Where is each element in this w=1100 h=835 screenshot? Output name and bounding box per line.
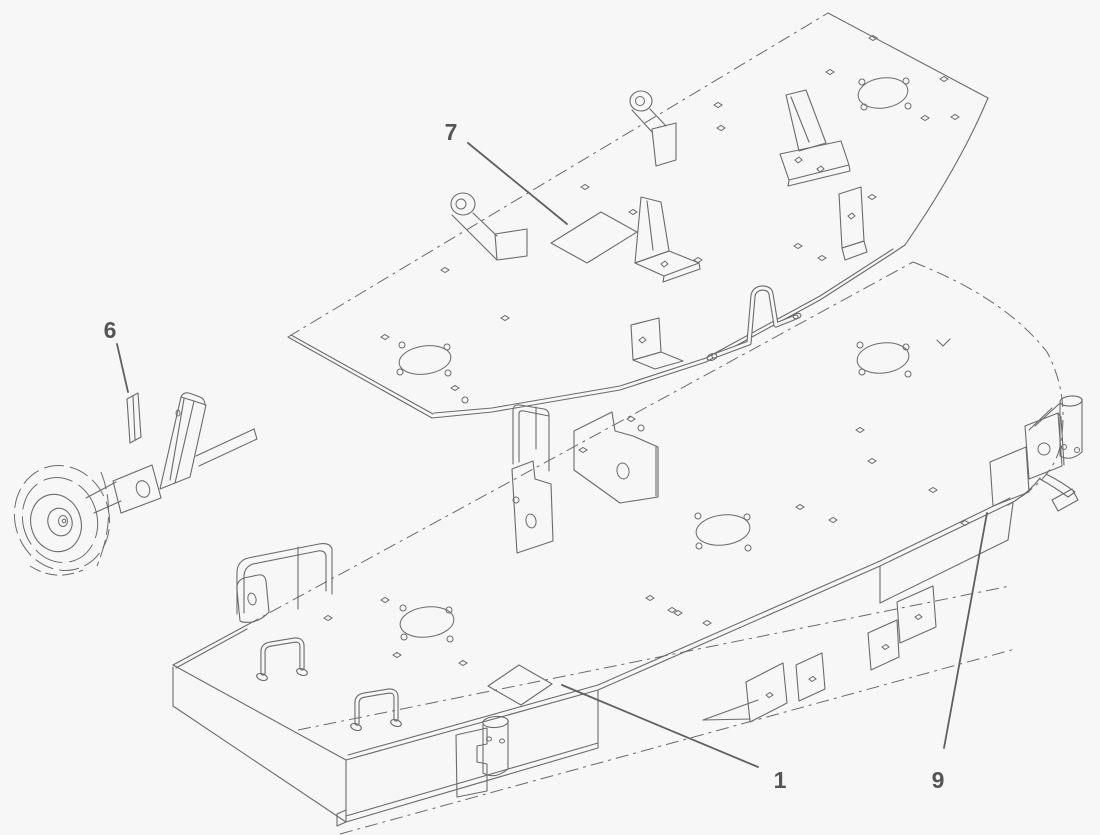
- callout-9: 9: [932, 512, 988, 793]
- hub-plate: [47, 507, 73, 537]
- stepped-plate-right: [573, 411, 659, 504]
- center-mark: [936, 338, 951, 347]
- phantom-line-lower: [339, 648, 1016, 835]
- u-channel-bracket: [236, 543, 333, 623]
- tire-bottom: [29, 565, 84, 576]
- strap-clip-left: [256, 637, 308, 682]
- lower-deck-flanges: [172, 502, 1014, 827]
- edge-slot: [989, 446, 1030, 507]
- upper-deck-spindle-opening-left: [398, 345, 452, 375]
- lower-deck-spindle-opening-right: [856, 342, 910, 374]
- roller-cylinder: [455, 715, 509, 798]
- upper-deck-slot-holes: [380, 34, 960, 392]
- upper-deck-right-edge: [904, 97, 989, 246]
- hook-bracket-top: [629, 90, 677, 167]
- baffle-plates: [702, 585, 937, 723]
- caster-fork-arm: [85, 464, 162, 514]
- bent-rod-handle: [706, 285, 802, 362]
- tire-outer: [13, 465, 111, 571]
- lower-deck-slot-holes: [323, 426, 970, 667]
- gusset-bracket-mid: [634, 196, 701, 283]
- callout-1: 1: [561, 684, 787, 793]
- callout-6: 6: [104, 317, 129, 393]
- lower-deck-round-end-solid: [1007, 477, 1041, 506]
- upper-left-spindle-bolt-holes: [396, 341, 452, 377]
- caster-mount-rod: [195, 428, 258, 467]
- lower-deck-spindle-opening-mid: [695, 514, 751, 546]
- strap-clip-right: [350, 688, 402, 732]
- edge-plate: [1024, 412, 1065, 480]
- tire-shoulder: [21, 477, 99, 563]
- small-hole: [461, 396, 469, 404]
- lower-right-spindle-bolt-holes: [856, 341, 912, 378]
- upper-deck-back-edge: [287, 12, 829, 338]
- gusset-bracket-top-right: [779, 89, 851, 187]
- lower-mid-spindle-bolt-holes: [694, 512, 752, 552]
- hanger-channel-inner: [518, 406, 550, 463]
- callout-1-leader: [561, 684, 759, 768]
- lower-hooks: [1039, 473, 1079, 512]
- callout-1-label: 1: [774, 767, 787, 793]
- upper-deck-left-fold: [290, 334, 434, 415]
- upper-deck-decal-plate: [550, 211, 638, 264]
- upper-deck-spindle-opening-right: [857, 77, 909, 109]
- upper-deck-front-edge-fold: [433, 248, 894, 414]
- wear-strip: [126, 392, 142, 444]
- hub-hole: [58, 515, 68, 527]
- wheel-rim: [30, 493, 82, 553]
- callout-7: 7: [445, 119, 568, 225]
- lower-left-spindle-bolt-holes: [399, 604, 454, 643]
- angle-clip: [630, 317, 684, 370]
- callout-6-label: 6: [104, 317, 117, 343]
- hanger-channel: [512, 404, 550, 472]
- phantom-line-upper: [297, 585, 1011, 731]
- notched-plate: [455, 727, 488, 798]
- lower-deck-front-edge-fold: [347, 497, 1011, 756]
- axle-dot: [61, 518, 67, 524]
- lower-deck-back-edge: [246, 261, 914, 626]
- tire-sidewall: [96, 471, 110, 567]
- lower-deck-round-end: [912, 261, 1064, 503]
- upper-deck-top-right-edge: [827, 12, 989, 99]
- upper-right-spindle-bolt-holes: [858, 77, 912, 111]
- caster-upright-channel: [159, 392, 207, 490]
- lower-deck-spindle-opening-left: [399, 606, 455, 638]
- callout-6-leader: [116, 343, 129, 393]
- hook-bracket-left: [450, 192, 528, 261]
- lower-deck-back-edge-near: [172, 624, 248, 669]
- upper-deck-front-edge: [287, 244, 906, 419]
- mount-tube: [1059, 395, 1083, 459]
- upper-deck: [287, 12, 989, 419]
- plate-clip-right: [838, 186, 868, 261]
- callout-9-label: 9: [932, 767, 945, 793]
- callout-7-leader: [467, 142, 568, 225]
- lower-deck: [172, 261, 1083, 835]
- lower-deck-decal-plate: [487, 664, 553, 706]
- edge-bracket-assembly: [989, 395, 1083, 512]
- caster-wheel-assembly: [13, 392, 258, 576]
- baffle-gusset: [702, 699, 759, 721]
- stepped-plate-left: [511, 460, 554, 554]
- hanger-brackets: [511, 404, 659, 554]
- callout-9-leader: [943, 512, 988, 749]
- ear-bracket: [236, 574, 270, 623]
- lower-deck-front-edge: [172, 501, 1014, 761]
- callout-7-label: 7: [445, 119, 458, 145]
